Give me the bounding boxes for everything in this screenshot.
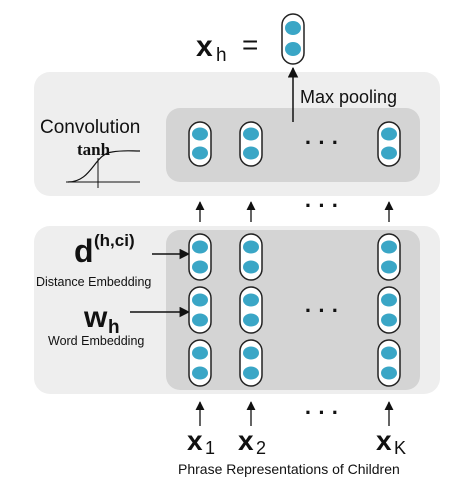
node-unit <box>243 293 259 307</box>
node-unit <box>243 146 259 160</box>
child-label-1: x 1 <box>187 425 215 458</box>
middle-ellipsis: · · · <box>305 193 339 218</box>
node-unit <box>243 127 259 141</box>
child-label-2: x 2 <box>238 425 266 458</box>
distance-superscript: (h,ci) <box>94 231 135 250</box>
node-unit <box>381 260 397 274</box>
child-symbol: x <box>238 425 254 456</box>
input-ellipsis: · · · <box>305 298 339 323</box>
node-unit <box>243 313 259 327</box>
max-pooling-label: Max pooling <box>300 87 397 107</box>
node-unit <box>243 260 259 274</box>
output-symbol: x <box>196 30 213 63</box>
node-unit <box>381 313 397 327</box>
node-unit <box>192 240 208 254</box>
child-label-k: x K <box>376 425 406 458</box>
children-ellipsis: · · · <box>305 400 339 425</box>
output-node <box>281 13 305 65</box>
node-unit <box>192 260 208 274</box>
node-unit <box>285 42 301 56</box>
distance-caption: Distance Embedding <box>36 275 151 289</box>
input-column <box>377 233 401 387</box>
distance-embedding-label: d (h,ci) Distance Embedding <box>36 231 151 289</box>
node-unit <box>285 21 301 35</box>
output-subscript: h <box>216 45 227 66</box>
node-unit <box>192 366 208 380</box>
node-unit <box>381 127 397 141</box>
node-unit <box>192 127 208 141</box>
word-subscript: h <box>108 317 120 338</box>
input-column <box>239 233 263 387</box>
tanh-label: tanh <box>77 140 111 159</box>
child-symbol: x <box>187 425 203 456</box>
convolution-label: Convolution <box>40 117 140 138</box>
word-embedding-label: w h Word Embedding <box>48 301 144 348</box>
node-unit <box>192 146 208 160</box>
node-unit <box>381 240 397 254</box>
node-unit <box>243 346 259 360</box>
convolution-inner-panel <box>166 108 420 182</box>
node-unit <box>381 293 397 307</box>
child-symbol: x <box>376 425 392 456</box>
output-equals: = <box>242 29 258 60</box>
node-unit <box>243 366 259 380</box>
child-subscript: 2 <box>256 438 266 458</box>
tanh-curve-icon <box>66 150 141 188</box>
conv-node <box>377 121 401 167</box>
input-inner-panel <box>166 230 420 390</box>
node-unit <box>381 146 397 160</box>
node-unit <box>192 293 208 307</box>
node-unit <box>381 346 397 360</box>
node-unit <box>192 346 208 360</box>
node-unit <box>381 366 397 380</box>
word-caption: Word Embedding <box>48 334 144 348</box>
conv-node <box>188 121 212 167</box>
conv-ellipsis: · · · <box>305 130 339 155</box>
output-label: x h = <box>196 29 258 66</box>
child-subscript: K <box>394 438 406 458</box>
node-unit <box>192 313 208 327</box>
distance-symbol: d <box>74 233 94 269</box>
conv-node <box>239 121 263 167</box>
phrase-representations-label: Phrase Representations of Children <box>178 461 400 477</box>
input-column <box>188 233 212 387</box>
child-subscript: 1 <box>205 438 215 458</box>
node-unit <box>243 240 259 254</box>
word-symbol: w <box>83 301 108 334</box>
